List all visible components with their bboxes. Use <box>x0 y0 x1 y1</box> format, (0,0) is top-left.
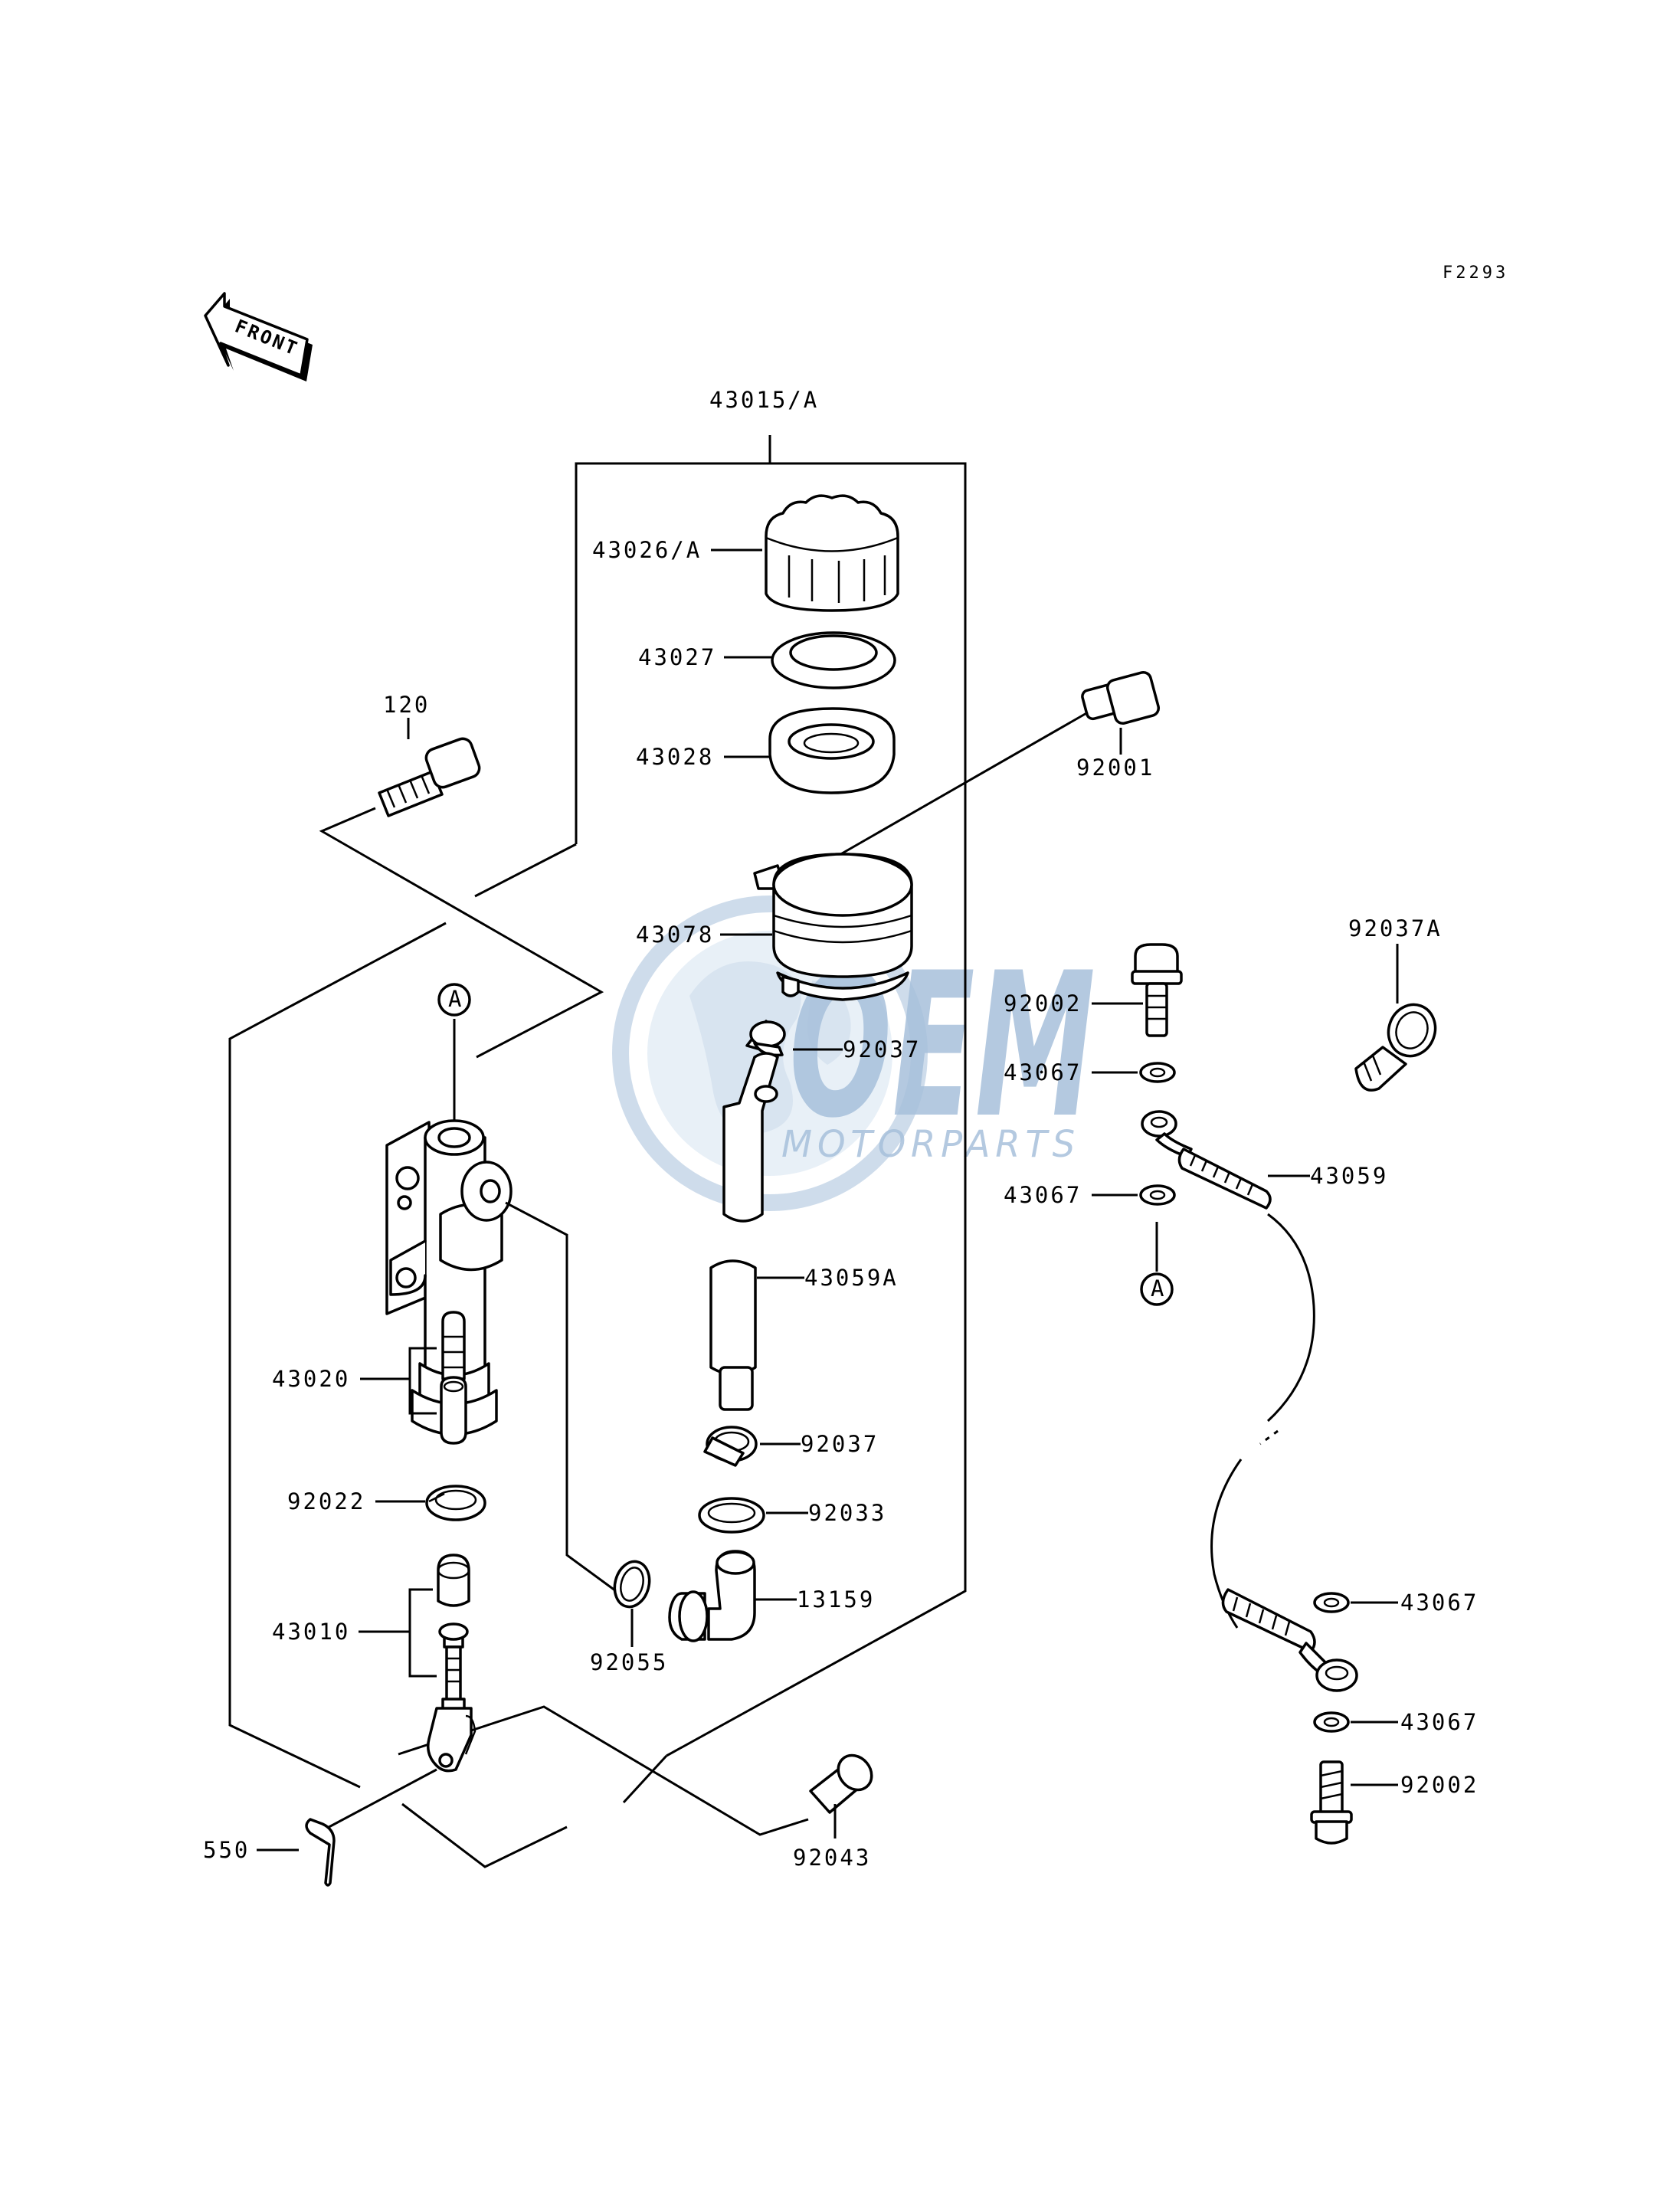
washer-2 <box>1139 1184 1176 1206</box>
callout-diaphragm-plate: 43027 <box>638 644 716 670</box>
washer-4 <box>1313 1711 1350 1733</box>
assembly-outline <box>228 435 967 1868</box>
washer-3 <box>1313 1592 1350 1613</box>
o-ring <box>613 1560 651 1609</box>
callout-cap: 43026/A <box>592 537 702 563</box>
washer-1 <box>1139 1062 1176 1083</box>
figure-code: F2293 <box>1443 264 1508 283</box>
reservoir-bolt <box>1081 670 1161 725</box>
piston-set <box>440 1311 467 1445</box>
banjo-bolt-top <box>1131 943 1183 1037</box>
clevis-pin <box>809 1753 873 1814</box>
callout-circlip-1: 92022 <box>287 1488 365 1514</box>
circlip-2 <box>698 1497 765 1534</box>
callout-reservoir: 43078 <box>636 922 714 948</box>
callout-washer-4: 43067 <box>1400 1709 1479 1735</box>
hose-clamp-top <box>745 1020 786 1057</box>
callout-clamp-a: 92037A <box>1348 915 1443 941</box>
reference-marker-bottom: A <box>1140 1272 1174 1306</box>
callout-diaphragm: 43028 <box>636 744 714 770</box>
diaphragm-plate <box>771 631 896 689</box>
diaphragm <box>768 707 896 794</box>
callout-screw: 120 <box>383 692 430 718</box>
callout-reservoir-bolt: 92001 <box>1076 755 1154 781</box>
hose-fitting <box>668 1550 756 1642</box>
svg-text:A: A <box>1151 1275 1166 1302</box>
callout-washer-1: 43067 <box>1004 1059 1082 1085</box>
hose-clamp-bottom <box>703 1426 758 1467</box>
callout-pin: 92043 <box>793 1845 871 1871</box>
clamp-a <box>1354 1003 1437 1092</box>
front-arrow-icon: FRONT <box>204 292 313 381</box>
reference-marker-top: A <box>437 983 471 1017</box>
callout-piston-set: 43020 <box>272 1366 350 1392</box>
push-rod <box>427 1554 476 1773</box>
circlip-1 <box>425 1485 486 1521</box>
callout-banjo-bolt-top: 92002 <box>1004 990 1082 1017</box>
callout-fitting: 13159 <box>797 1586 875 1613</box>
reservoir-hose <box>709 1052 779 1411</box>
callout-reservoir-hose: 43059A <box>804 1265 899 1291</box>
callout-circlip-2: 92033 <box>808 1500 886 1526</box>
callout-o-ring: 92055 <box>590 1649 668 1675</box>
cotter-pin <box>305 1818 336 1887</box>
svg-text:A: A <box>448 986 463 1012</box>
reservoir <box>753 853 913 1001</box>
callout-push-rod: 43010 <box>272 1619 350 1645</box>
callout-clamp-bottom: 92037 <box>801 1431 879 1457</box>
reservoir-cap <box>765 494 899 612</box>
callout-assembly: 43015/A <box>709 387 819 413</box>
master-cylinder-body <box>385 1119 513 1436</box>
callout-clamp-top: 92037 <box>843 1036 921 1062</box>
callout-washer-2: 43067 <box>1004 1182 1082 1208</box>
watermark-subtitle: MOTORPARTS <box>781 1123 1080 1166</box>
banjo-bolt-bottom <box>1310 1760 1353 1845</box>
callout-brake-hose: 43059 <box>1310 1163 1388 1189</box>
callout-banjo-bolt-bottom: 92002 <box>1400 1772 1479 1798</box>
callout-washer-3: 43067 <box>1400 1590 1479 1616</box>
callout-cotter-pin: 550 <box>203 1837 250 1863</box>
brake-hose <box>1141 1110 1358 1692</box>
screw <box>378 737 481 817</box>
